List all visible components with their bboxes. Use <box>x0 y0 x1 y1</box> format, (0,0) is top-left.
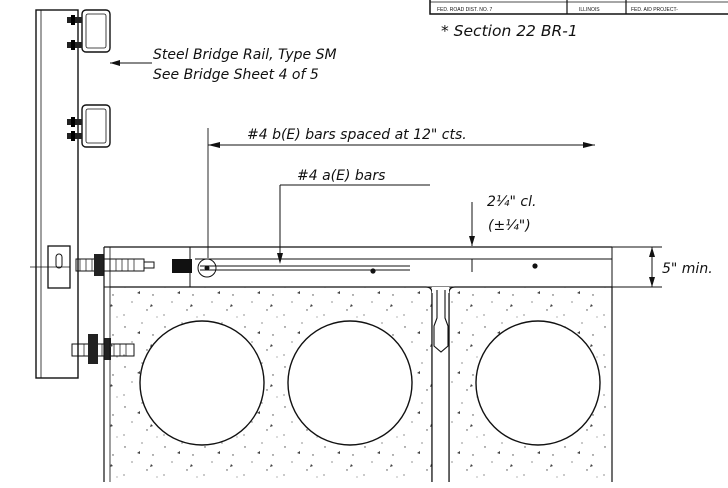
rail-sheet-reference: See Bridge Sheet 4 of 5 <box>153 67 319 83</box>
section-reference: * Section 22 BR-1 <box>441 22 578 40</box>
min-thickness-label: 5" min. <box>662 261 713 277</box>
a-bar-leader <box>277 184 430 264</box>
b-bars-label: #4 b(E) bars spaced at 12" cts. <box>247 127 467 143</box>
box-beam-right <box>448 286 613 482</box>
a-bar-dot-2 <box>532 263 538 269</box>
a-bar-dot <box>370 268 376 274</box>
a-bars-label: #4 a(E) bars <box>297 168 385 184</box>
title-cell-district: FED. ROAD DIST. NO. 7 <box>437 7 493 13</box>
shear-key-joint <box>431 287 450 482</box>
b-bar-dimension-line <box>207 128 595 258</box>
clearance-leader <box>469 202 475 272</box>
tube-bolts <box>67 15 82 141</box>
title-block: FED. ROAD DIST. NO. 7 ILLINOIS FED. AID … <box>429 0 728 15</box>
rail-callout-leader <box>110 60 152 66</box>
rail-tube-lower <box>81 104 111 148</box>
rail-tube-upper <box>81 9 111 53</box>
title-cell-state: ILLINOIS <box>579 7 600 13</box>
clearance-label: 2¼" cl. <box>487 194 536 210</box>
clearance-tolerance: (±¼") <box>488 218 531 234</box>
slab-thickness-dimension <box>612 246 662 288</box>
base-plate <box>30 245 71 289</box>
rail-label: Steel Bridge Rail, Type SM <box>153 47 337 63</box>
title-cell-project: FED. AID PROJECT- <box>631 7 678 13</box>
rail-post <box>35 9 79 379</box>
b-bar <box>197 258 410 278</box>
box-beam-left <box>110 286 433 482</box>
anchor-bolt-upper <box>75 254 192 276</box>
